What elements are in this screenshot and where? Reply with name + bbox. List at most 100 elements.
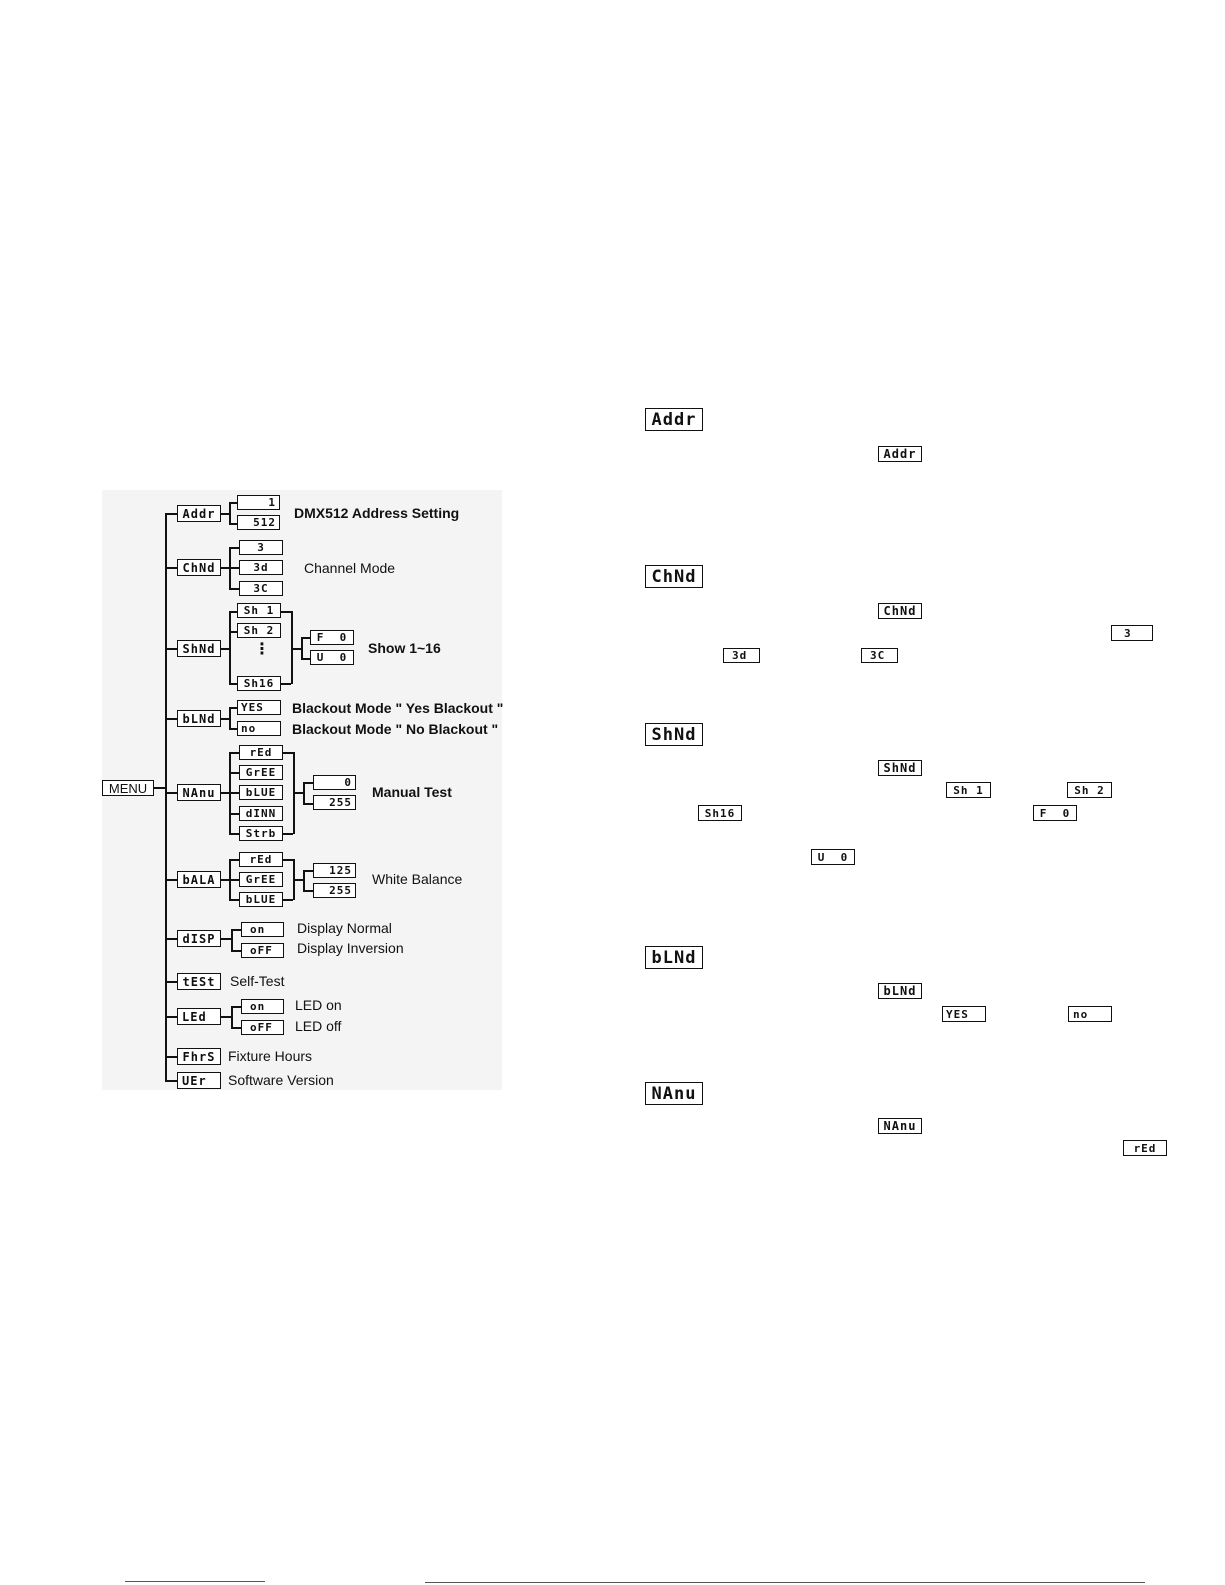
connector [229, 707, 237, 709]
lcd-shnd-sh2: Sh 2 [237, 623, 281, 638]
lcd-blnd-yes: YES [237, 700, 281, 715]
connector [221, 718, 229, 720]
connector [221, 879, 229, 881]
connector [229, 833, 239, 835]
connector [229, 502, 231, 524]
lcd-shnd-sh1: Sh 1 [237, 603, 281, 618]
lcd-chnd-3c-inline: 3C [861, 648, 898, 663]
connector [229, 813, 239, 815]
label-show-1-16: Show 1~16 [368, 640, 441, 656]
lcd-disp-off: oFF [241, 943, 284, 958]
connector [229, 611, 237, 613]
connector [165, 879, 177, 881]
label-software-version: Software Version [228, 1072, 334, 1088]
connector [221, 567, 229, 569]
label-led-on: LED on [295, 997, 342, 1013]
connector [281, 683, 291, 685]
connector [303, 870, 313, 872]
lcd-chnd-heading: ChNd [645, 565, 703, 588]
lcd-manu-strb: Strb [239, 826, 283, 841]
connector [301, 637, 310, 639]
label-manual-test: Manual Test [372, 784, 452, 800]
label-dmx512-address-setting: DMX512 Address Setting [294, 505, 460, 521]
connector [165, 513, 177, 515]
connector [229, 859, 239, 861]
lcd-shnd-sh16-inline: Sh16 [698, 805, 742, 821]
connector [221, 1016, 231, 1018]
connector [283, 899, 293, 901]
lcd-bala: bALA [177, 871, 221, 888]
lcd-disp-on: on [241, 922, 284, 937]
connector [165, 718, 177, 720]
connector [165, 938, 177, 940]
connector [283, 833, 293, 835]
connector [231, 1006, 241, 1008]
lcd-ver: UEr [177, 1072, 221, 1089]
lcd-manu-inline: NAnu [878, 1118, 922, 1134]
lcd-shnd-inline: ShNd [878, 760, 922, 776]
connector [301, 637, 303, 659]
lcd-chnd-3: 3 [239, 540, 283, 555]
connector [303, 782, 313, 784]
lcd-shnd-u0: U 0 [310, 650, 354, 665]
lcd-led-on: on [241, 999, 284, 1014]
connector [221, 513, 229, 515]
label-display-inversion: Display Inversion [297, 940, 404, 956]
connector [231, 1027, 241, 1029]
label-blackout-yes: Blackout Mode " Yes Blackout " [292, 700, 504, 716]
connector [229, 567, 239, 569]
connector [229, 792, 239, 794]
lcd-disp: dISP [177, 930, 221, 947]
connector [301, 658, 310, 660]
connector [229, 547, 239, 549]
lcd-chnd-3d-inline: 3d [723, 648, 760, 663]
lcd-chnd-inline: ChNd [878, 603, 922, 619]
lcd-manu-red: rEd [239, 745, 283, 760]
menu-root-label: MENU [108, 780, 148, 796]
connector [229, 631, 237, 633]
lcd-manu-heading: NAnu [645, 1082, 703, 1105]
connector [229, 683, 237, 685]
lcd-chnd: ChNd [177, 559, 221, 576]
lcd-manu-gree: GrEE [239, 765, 283, 780]
lcd-addr-1: 1 [237, 495, 280, 510]
lcd-shnd: ShNd [177, 640, 221, 657]
connector [229, 611, 231, 684]
connector [229, 728, 237, 730]
lcd-addr-inline: Addr [878, 446, 922, 462]
connector [165, 1016, 177, 1018]
footer-rule [425, 1582, 1145, 1583]
lcd-bala-blue: bLUE [239, 892, 283, 907]
connector [229, 899, 239, 901]
label-display-normal: Display Normal [297, 920, 392, 936]
connector [291, 611, 293, 684]
lcd-blnd-heading: bLNd [645, 946, 703, 969]
connector [221, 648, 229, 650]
lcd-shnd-f0: F 0 [310, 630, 354, 645]
connector [303, 782, 305, 804]
lcd-addr-512: 512 [237, 515, 280, 530]
connector [221, 938, 231, 940]
lcd-blnd-no: no [237, 721, 281, 736]
connector [231, 950, 241, 952]
lcd-chnd-3d: 3d [239, 560, 283, 575]
lcd-blnd-yes-inline: YES [942, 1006, 986, 1022]
connector [303, 890, 313, 892]
connector [231, 929, 233, 951]
trunk-line [165, 513, 167, 1081]
lcd-led: LEd [177, 1008, 221, 1025]
connector [229, 772, 239, 774]
connector [283, 752, 293, 754]
label-channel-mode: Channel Mode [304, 560, 396, 576]
lcd-manu: NAnu [177, 784, 221, 801]
ellipsis: ⋮ [254, 641, 270, 658]
lcd-fhrs: FhrS [177, 1048, 221, 1065]
connector [303, 803, 313, 805]
connector [281, 611, 291, 613]
lcd-shnd-sh1-inline: Sh 1 [946, 782, 991, 798]
connector [229, 523, 237, 525]
lcd-manu-0: 0 [313, 775, 356, 790]
connector [229, 707, 231, 729]
connector [229, 752, 239, 754]
connector [229, 502, 237, 504]
